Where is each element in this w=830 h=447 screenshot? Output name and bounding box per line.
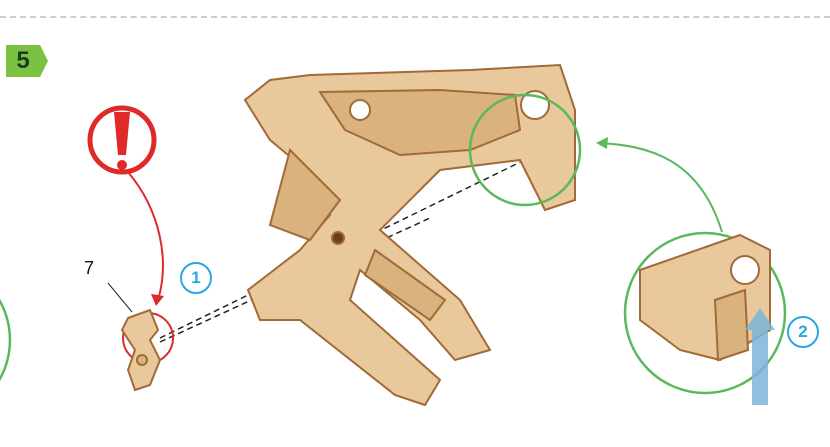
- previous-detail-circle: [0, 260, 10, 420]
- warning-pointer-arrow: [128, 172, 163, 300]
- detail-arrowhead: [596, 137, 608, 149]
- part-number-label: 7: [84, 258, 94, 279]
- detail-connector-arrow: [598, 143, 722, 232]
- part-leader-line: [108, 283, 132, 312]
- small-wooden-part: [122, 310, 160, 390]
- exclamation-warning-icon: [90, 108, 154, 172]
- wooden-frame: [245, 65, 575, 405]
- insert-arrow-shaft: [752, 330, 768, 405]
- step-one-marker: 1: [180, 262, 212, 294]
- step-two-marker: 2: [787, 316, 819, 348]
